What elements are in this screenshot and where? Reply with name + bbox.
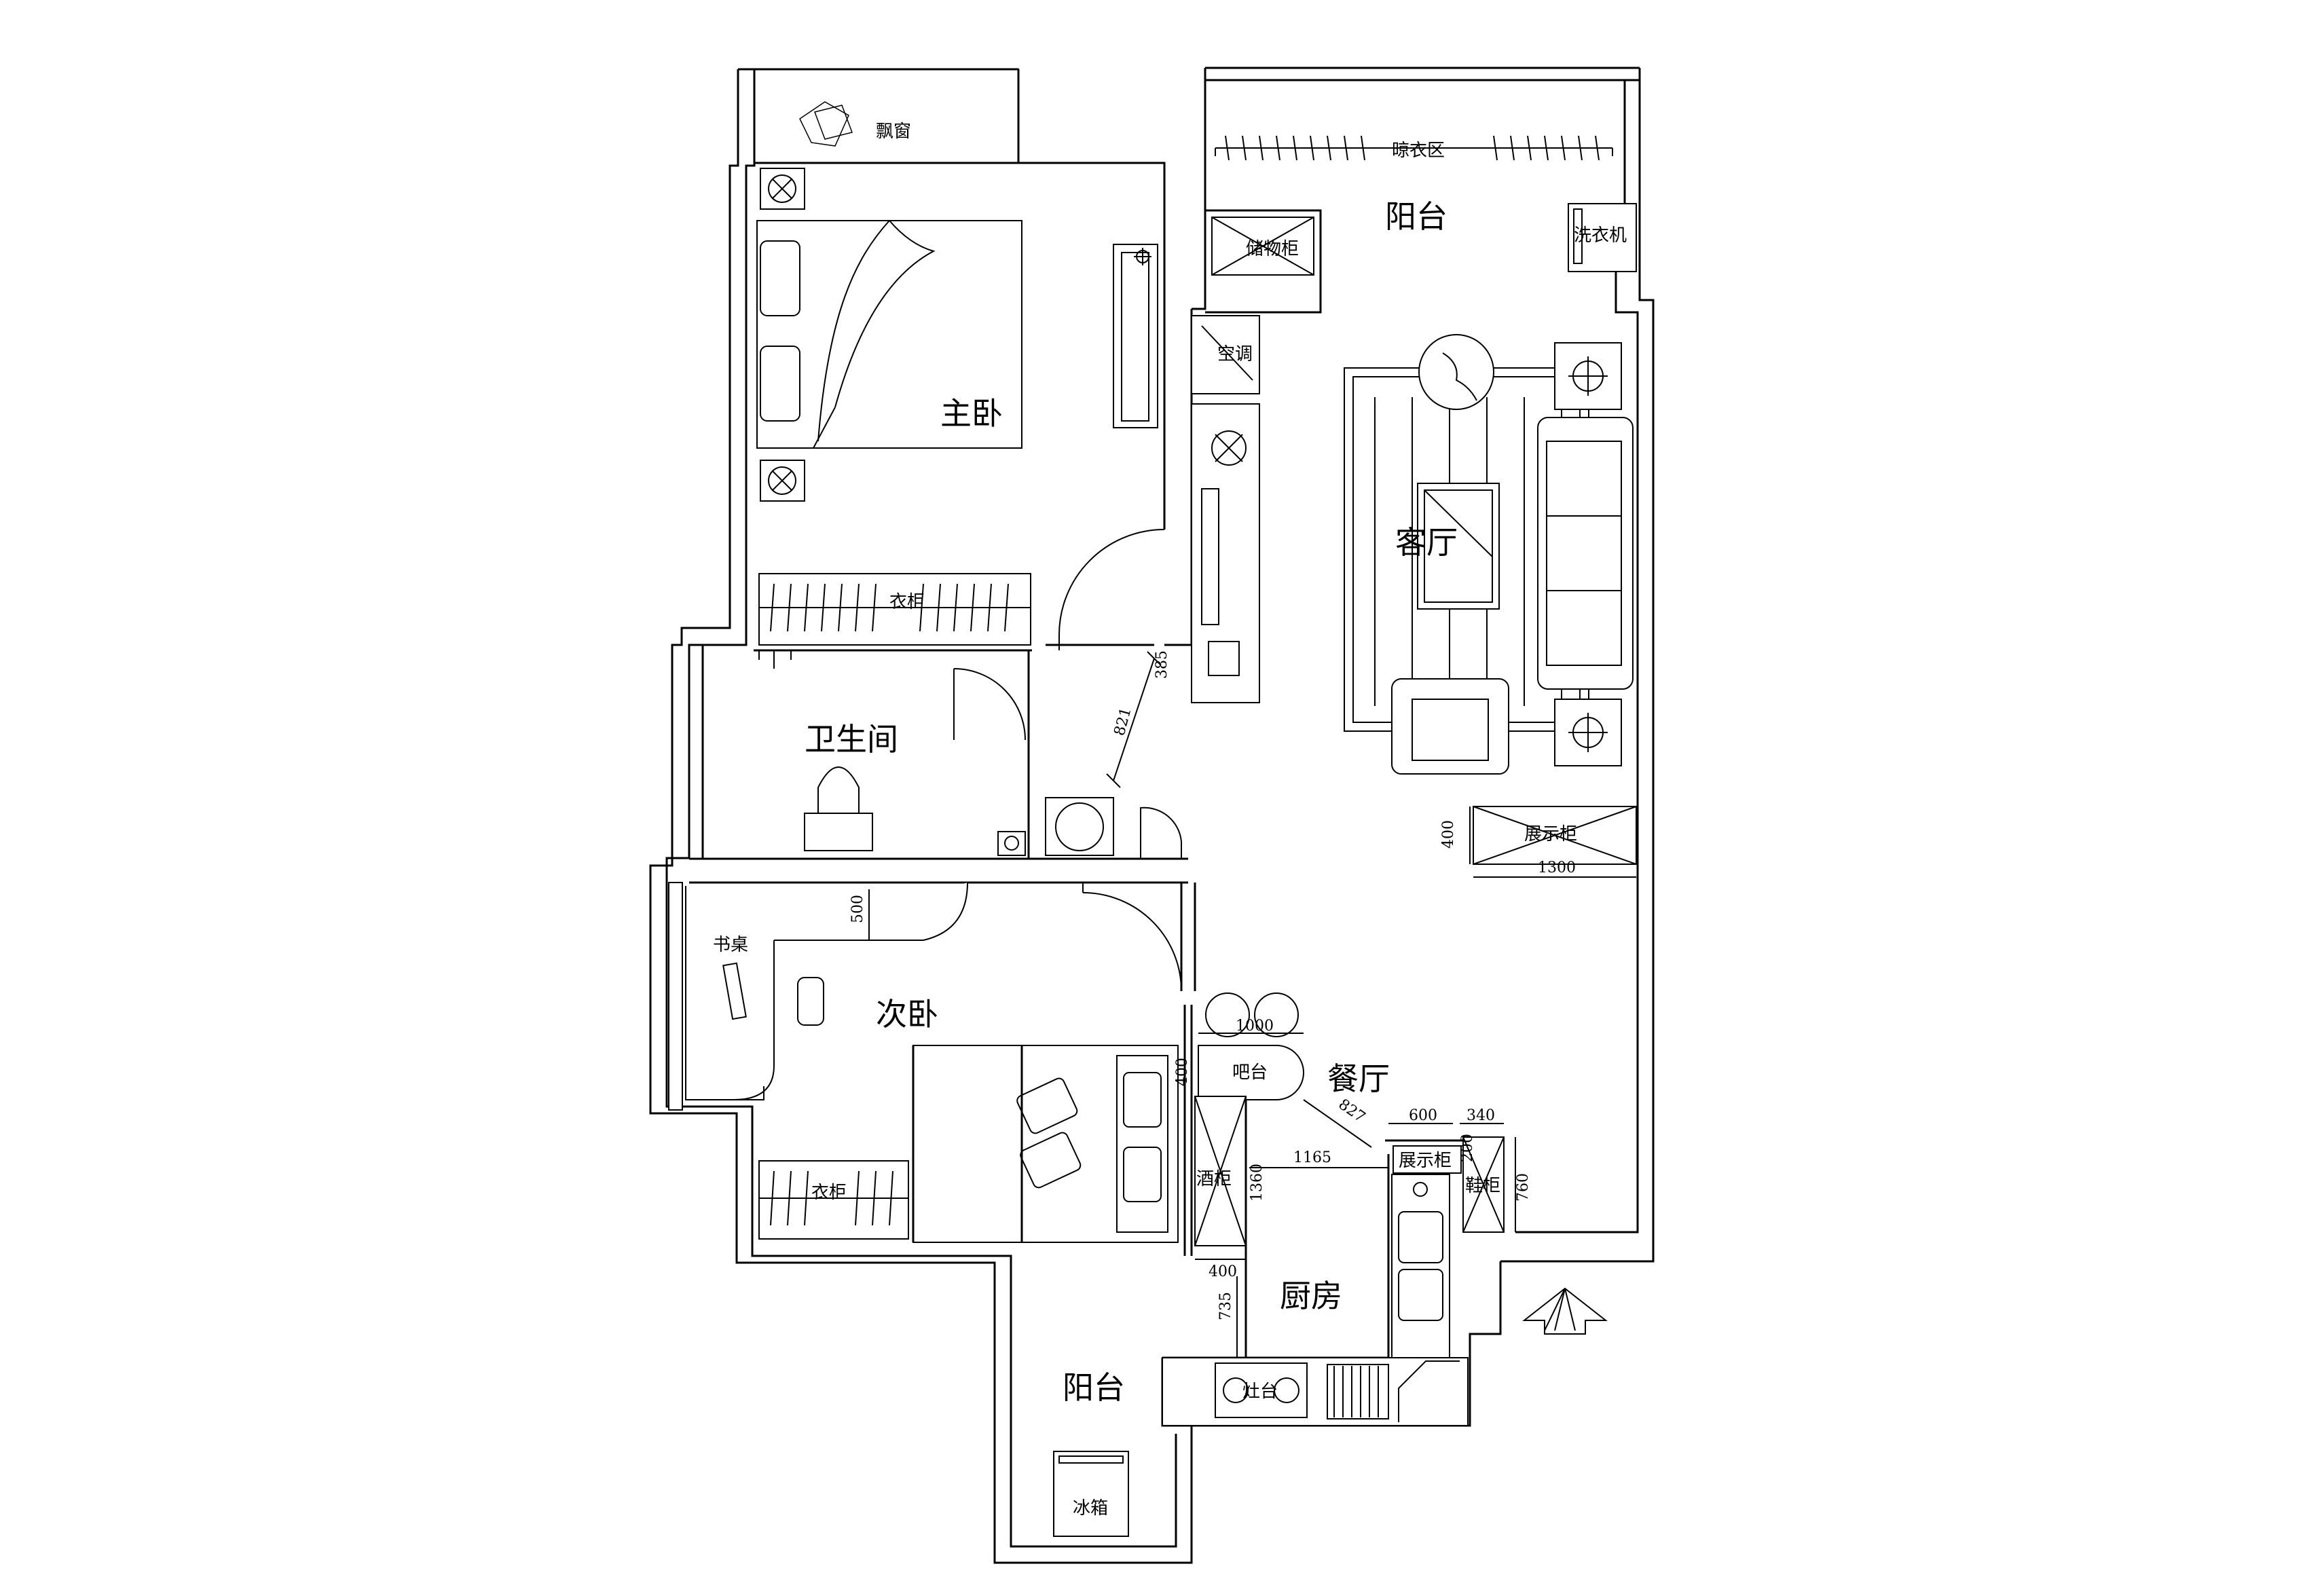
master-bedroom: 主卧 衣柜 xyxy=(754,162,1193,652)
bay-window-label: 飘窗 xyxy=(876,122,911,142)
fridge-label: 冰箱 xyxy=(1073,1498,1108,1519)
dim-1300: 1300 xyxy=(1538,859,1576,876)
hallway-dimensions: 385 821 xyxy=(1106,650,1170,788)
towel-rack xyxy=(754,650,798,669)
bathroom-label: 卫生间 xyxy=(805,721,898,758)
wardrobe-hangers-second xyxy=(770,1170,893,1226)
balcony-top: 阳台 晾衣区 储物柜 洗衣机 xyxy=(1205,135,1637,314)
dim-827: 827 xyxy=(1335,1096,1369,1126)
dim-385: 385 xyxy=(1154,650,1170,679)
dim-1000: 1000 xyxy=(1236,1018,1274,1035)
balcony-bottom-label: 阳台 xyxy=(1063,1369,1125,1406)
drying-rack-hangers xyxy=(1225,135,1600,161)
north-arrow-icon xyxy=(1522,1287,1608,1335)
shoe-cabinet-label: 鞋柜 xyxy=(1465,1176,1500,1196)
dim-400-wine: 400 xyxy=(1209,1263,1237,1280)
wardrobe-label-master: 衣柜 xyxy=(889,592,925,612)
dim-821: 821 xyxy=(1111,706,1135,738)
outer-walls xyxy=(649,67,1655,1564)
dim-600: 600 xyxy=(1409,1107,1437,1124)
dim-760: 760 xyxy=(1515,1173,1532,1202)
dim-400-display: 400 xyxy=(1440,820,1457,849)
wardrobe-hangers xyxy=(770,583,1009,632)
living-room-label: 客厅 xyxy=(1395,524,1458,561)
drying-area-label: 晾衣区 xyxy=(1392,141,1445,161)
dining-room-label: 餐厅 xyxy=(1327,1060,1390,1097)
dining-area: 1000 吧台 400 827 餐厅 酒柜 1360 1165 400 xyxy=(1174,992,1390,1280)
dim-735: 735 xyxy=(1217,1292,1234,1320)
dim-400-bar: 400 xyxy=(1174,1058,1191,1086)
bay-window: 飘窗 xyxy=(754,69,1019,164)
balcony-bottom: 阳台 冰箱 xyxy=(1053,1369,1129,1537)
display-cabinet-living-label: 展示柜 xyxy=(1524,824,1577,845)
balcony-top-label: 阳台 xyxy=(1385,198,1447,235)
kitchen: 展示柜 鞋柜 600 340 200 760 厨房 735 灶台 xyxy=(1162,1100,1532,1426)
dim-500: 500 xyxy=(849,895,866,923)
dim-1165: 1165 xyxy=(1293,1149,1331,1166)
dim-200: 200 xyxy=(1459,1134,1476,1162)
stove-label: 灶台 xyxy=(1242,1381,1278,1402)
second-bedroom-label: 次卧 xyxy=(876,996,938,1033)
storage-cabinet-label: 储物柜 xyxy=(1246,239,1299,259)
dim-1360: 1360 xyxy=(1249,1164,1266,1202)
wine-cabinet-label: 酒柜 xyxy=(1196,1169,1232,1189)
washing-machine-label: 洗衣机 xyxy=(1574,225,1627,246)
display-cabinet-dining-label: 展示柜 xyxy=(1399,1151,1452,1171)
bathroom: 卫生间 xyxy=(689,645,1188,860)
dim-340: 340 xyxy=(1467,1107,1495,1124)
living-room: 客厅 展示柜 400 1300 xyxy=(1344,334,1637,878)
air-conditioner-label: 空调 xyxy=(1217,344,1253,365)
kitchen-label: 厨房 xyxy=(1280,1278,1342,1314)
wardrobe-label-second: 衣柜 xyxy=(811,1183,847,1203)
stove-grill xyxy=(1333,1366,1379,1417)
desk-label: 书桌 xyxy=(713,935,748,955)
tv-wall: 空调 xyxy=(1191,156,1260,703)
bar-counter-label: 吧台 xyxy=(1232,1062,1268,1083)
second-bedroom: 次卧 书桌 衣柜 500 xyxy=(668,881,1196,1256)
master-bedroom-label: 主卧 xyxy=(940,395,1003,432)
